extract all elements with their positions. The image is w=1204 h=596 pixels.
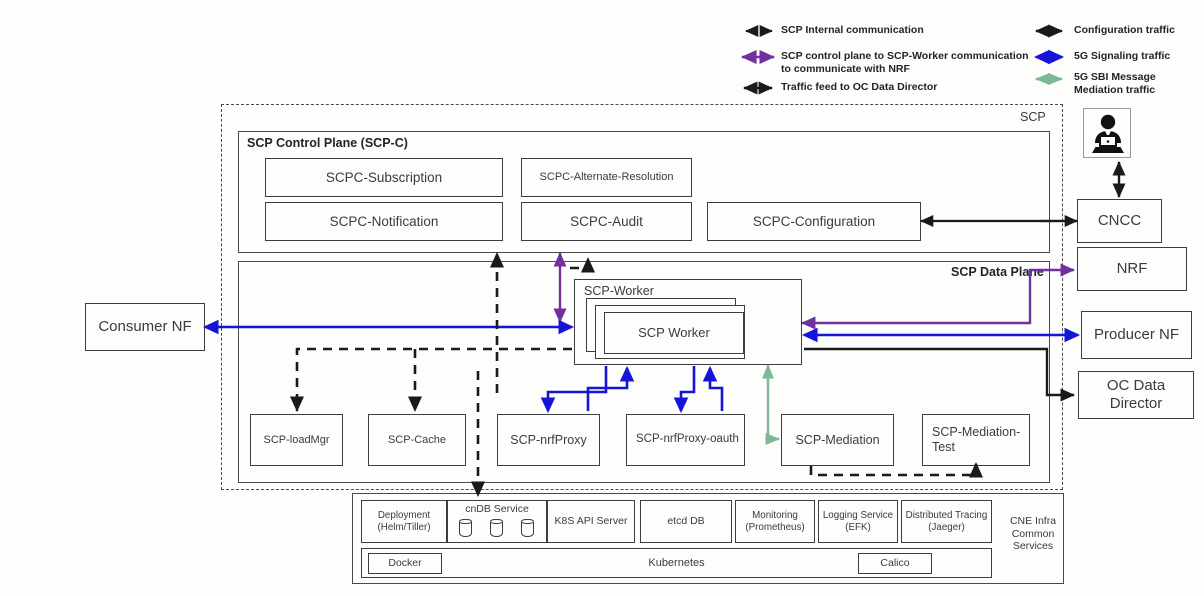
- service-scpc-notification[interactable]: SCPC-Notification: [265, 202, 503, 241]
- cne-deployment[interactable]: Deployment (Helm/Tiller): [361, 500, 447, 543]
- dashed-mediation-to-mediation-test: [809, 461, 984, 478]
- legend-label-5g-signaling: 5G Signaling traffic: [1074, 50, 1171, 62]
- service-scp-nrfproxy-oauth[interactable]: SCP-nrfProxy-oauth: [626, 414, 745, 466]
- scp-data-plane-container: [238, 261, 1050, 483]
- dashed-worker-to-loadmgr: [289, 347, 572, 413]
- external-nrf[interactable]: NRF: [1077, 247, 1187, 291]
- legend-label-traffic-feed-ocdd: Traffic feed to OC Data Director: [781, 81, 938, 93]
- scp-worker-instance[interactable]: SCP Worker: [604, 312, 744, 354]
- service-scp-loadmgr[interactable]: SCP-loadMgr: [250, 414, 343, 466]
- service-scpc-audit[interactable]: SCPC-Audit: [521, 202, 692, 241]
- operator-user-laptop-icon: [1083, 108, 1131, 158]
- scp-control-plane-container: [238, 131, 1050, 253]
- cne-k8s-api-server[interactable]: K8S API Server: [547, 500, 635, 543]
- external-producer-nf[interactable]: Producer NF: [1081, 311, 1192, 359]
- external-consumer-nf[interactable]: Consumer NF: [85, 303, 205, 351]
- service-scp-mediation[interactable]: SCP-Mediation: [781, 414, 894, 466]
- operator-user-laptop-glyph: [1092, 114, 1124, 153]
- service-scpc-subscription[interactable]: SCPC-Subscription: [265, 158, 503, 197]
- external-cncc[interactable]: CNCC: [1077, 199, 1162, 243]
- service-scp-cache[interactable]: SCP-Cache: [368, 414, 466, 466]
- arrow-worker-to-oc-data-director: [804, 347, 1075, 402]
- arrow-nrfproxy-to-worker-up: [586, 365, 635, 411]
- service-scp-nrfproxy[interactable]: SCP-nrfProxy: [497, 414, 600, 466]
- legend-label-scp-internal: SCP Internal communication: [781, 24, 924, 36]
- legend-label-5g-sbi-mediation: 5G SBI Message Mediation traffic: [1074, 71, 1156, 96]
- service-scpc-alternate-resolution[interactable]: SCPC-Alternate-Resolution: [521, 158, 692, 197]
- cndb-cylinder-1: [458, 518, 472, 537]
- cne-infra-title: CNE Infra Common Services: [1009, 515, 1057, 553]
- legend-label-scp-control-worker: SCP control plane to SCP-Worker communic…: [781, 50, 1029, 75]
- arrow-nrfproxy-oauth-to-worker-up: [702, 365, 724, 411]
- cne-calico[interactable]: Calico: [858, 553, 932, 574]
- arrow-worker-to-nrfproxy-down: [540, 366, 608, 414]
- arrow-scp-worker-to-nrf-purple: [801, 263, 1075, 330]
- scp-boundary-label: SCP: [1020, 110, 1046, 124]
- arrow-worker-to-nrfproxy-oauth-down: [673, 366, 696, 414]
- external-oc-data-director[interactable]: OC Data Director: [1078, 371, 1194, 419]
- arrow-worker-to-mediation-green: [762, 364, 780, 445]
- cne-distributed-tracing[interactable]: Distributed Tracing (Jaeger): [901, 500, 992, 543]
- cne-docker[interactable]: Docker: [368, 553, 442, 574]
- cndb-cylinder-3: [520, 518, 534, 537]
- legend-label-configuration-traffic: Configuration traffic: [1074, 24, 1175, 36]
- scp-control-plane-title: SCP Control Plane (SCP-C): [247, 136, 408, 150]
- cne-infra-container: [352, 493, 1064, 584]
- service-scpc-configuration[interactable]: SCPC-Configuration: [707, 202, 921, 241]
- cndb-cylinder-2: [489, 518, 503, 537]
- dashed-worker-top-stub: [570, 256, 596, 273]
- service-scp-mediation-test[interactable]: SCP-Mediation-Test: [922, 414, 1030, 466]
- cne-monitoring[interactable]: Monitoring (Prometheus): [735, 500, 815, 543]
- cne-logging[interactable]: Logging Service (EFK): [818, 500, 898, 543]
- cne-etcd-db[interactable]: etcd DB: [640, 500, 732, 543]
